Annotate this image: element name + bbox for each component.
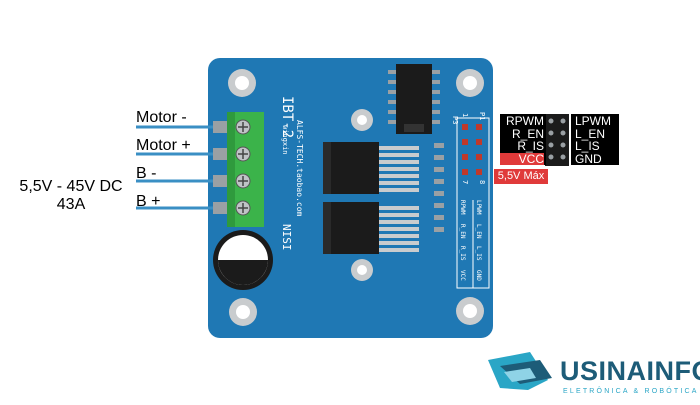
label-b-minus: B -: [136, 165, 157, 182]
pin-l-en: L_EN: [575, 126, 606, 141]
silk-p3: P3: [451, 116, 459, 124]
board-header: [456, 117, 490, 289]
mosfet-top: [323, 142, 419, 194]
pin-r-en: R_EN: [511, 126, 544, 141]
smd-components: [434, 143, 444, 232]
silk-hdr-gnd: GND: [475, 270, 482, 281]
silk-hdr-l-is: L_IS: [475, 246, 482, 261]
silk-pin-8: 8: [478, 180, 486, 184]
label-motor-plus: Motor +: [136, 137, 191, 154]
pinout-left: RPWM R_EN R_IS VCC: [500, 114, 546, 165]
silk-header-labels: VCC R_IS R_EN RPWM GND L_IS L_EN LPWM: [459, 200, 482, 281]
brand-logo-icon: [488, 352, 552, 390]
brand-tagline: ELETRÔNICA & ROBÓTICA: [563, 388, 699, 395]
capacitor: [213, 230, 273, 290]
screw-terminal-block: [213, 112, 264, 227]
silk-pin-7: 7: [461, 180, 469, 184]
pin-gnd: GND: [575, 151, 602, 166]
pin-rpwm: RPWM: [506, 114, 544, 128]
wires: [136, 125, 213, 210]
silk-hdr-r-is: R_IS: [459, 246, 466, 261]
pin-l-is: L_IS: [575, 139, 600, 153]
silk-name: NISI: [280, 224, 293, 251]
silk-model: IBT-2: [279, 96, 295, 138]
pinout-right: LPWM L_EN L_IS GND: [571, 114, 619, 165]
pin-vcc: VCC: [500, 152, 544, 165]
pin-r-is: R_IS: [517, 139, 544, 153]
silk-pin-1: 1: [461, 113, 469, 117]
pin-header-connector: [545, 114, 569, 166]
brand-name: USINAINFO: [560, 356, 700, 386]
silk-hdr-r-en: R_EN: [459, 224, 466, 239]
mounting-holes: [228, 69, 484, 326]
pin-lpwm: LPWM: [575, 114, 611, 128]
mosfet-bottom: [323, 202, 419, 254]
power-voltage: 5,5V - 45V DC: [19, 178, 123, 195]
silk-brand-small: wingxin: [281, 125, 289, 155]
silk-hdr-l-en: L_EN: [475, 224, 482, 239]
silk-website: ALFS-TECH.taobao.com: [295, 120, 304, 217]
voltage-note: 5,5V Máx: [494, 169, 548, 184]
silk-hdr-rpwm: RPWM: [459, 200, 466, 215]
label-motor-minus: Motor -: [136, 109, 187, 126]
ic-chip: [388, 64, 440, 134]
silk-hdr-vcc: VCC: [459, 270, 466, 281]
silk-p1: P1: [478, 112, 486, 120]
label-b-plus: B +: [136, 193, 161, 210]
power-current: 43A: [56, 196, 86, 213]
silk-hdr-lpwm: LPWM: [475, 200, 482, 215]
